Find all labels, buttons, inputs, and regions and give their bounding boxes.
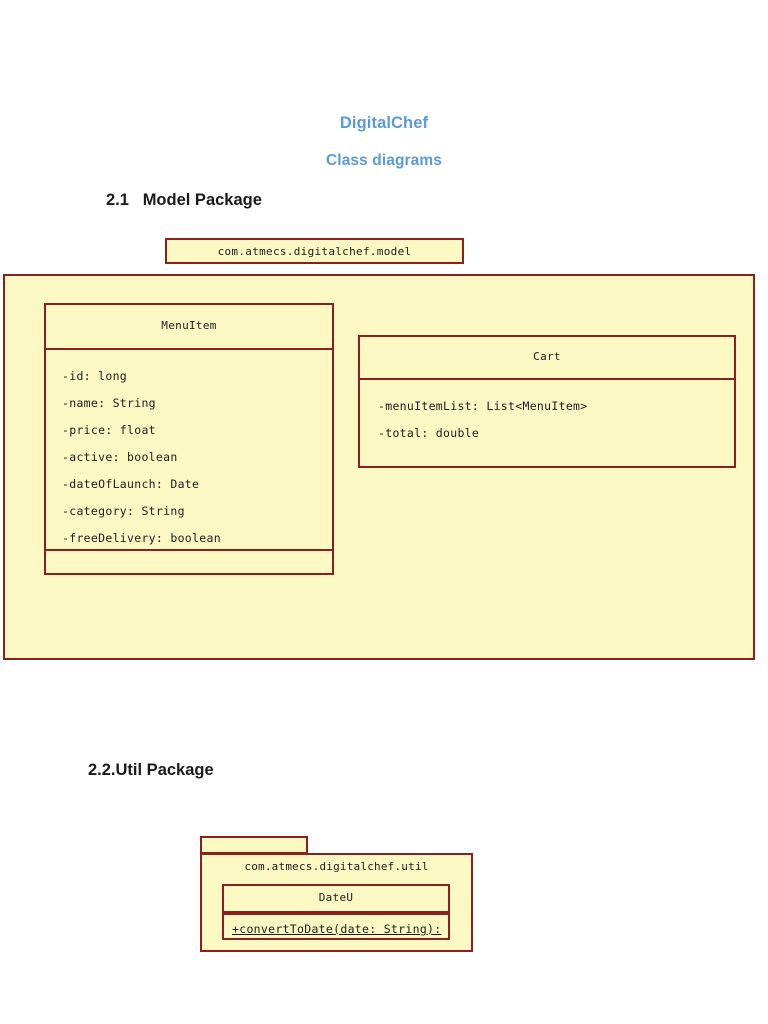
attribute-row: -price: float	[62, 423, 156, 437]
class-name-menuitem: MenuItem	[46, 305, 332, 350]
attribute-row: -name: String	[62, 396, 156, 410]
attribute-row: -dateOfLaunch: Date	[62, 477, 200, 491]
class-box-dateu: DateU +convertToDate(date: String):	[222, 884, 450, 940]
class-name-dateu: DateU	[224, 886, 448, 913]
util-package-label: com.atmecs.digitalchef.util	[244, 860, 429, 873]
class-box-cart: Cart -menuItemList: List<MenuItem> -tota…	[358, 335, 736, 468]
section-heading-model-package: 2.1 Model Package	[106, 191, 262, 209]
class-operations-menuitem	[46, 549, 332, 575]
model-package-tab: com.atmecs.digitalchef.model	[165, 238, 464, 264]
class-box-menuitem: MenuItem -id: long -name: String -price:…	[44, 303, 334, 575]
operation-row: +convertToDate(date: String):	[232, 922, 442, 936]
document-title: DigitalChef	[339, 114, 429, 132]
document-subtitle: Class diagrams	[326, 152, 442, 169]
class-attributes-cart: -menuItemList: List<MenuItem> -total: do…	[360, 380, 734, 466]
attribute-row: -active: boolean	[62, 450, 178, 464]
class-operations-dateu: +convertToDate(date: String):	[224, 913, 448, 942]
attribute-row: -total: double	[378, 426, 480, 440]
model-package-label: com.atmecs.digitalchef.model	[217, 244, 412, 258]
class-name-cart: Cart	[360, 337, 734, 380]
attribute-row: -id: long	[62, 369, 128, 383]
util-package-tab	[200, 836, 308, 854]
section-heading-util-package: 2.2.Util Package	[88, 761, 214, 779]
attribute-row: -category: String	[62, 504, 185, 518]
class-attributes-menuitem: -id: long -name: String -price: float -a…	[46, 350, 332, 549]
attribute-row: -freeDelivery: boolean	[62, 531, 221, 545]
attribute-row: -menuItemList: List<MenuItem>	[378, 399, 588, 413]
